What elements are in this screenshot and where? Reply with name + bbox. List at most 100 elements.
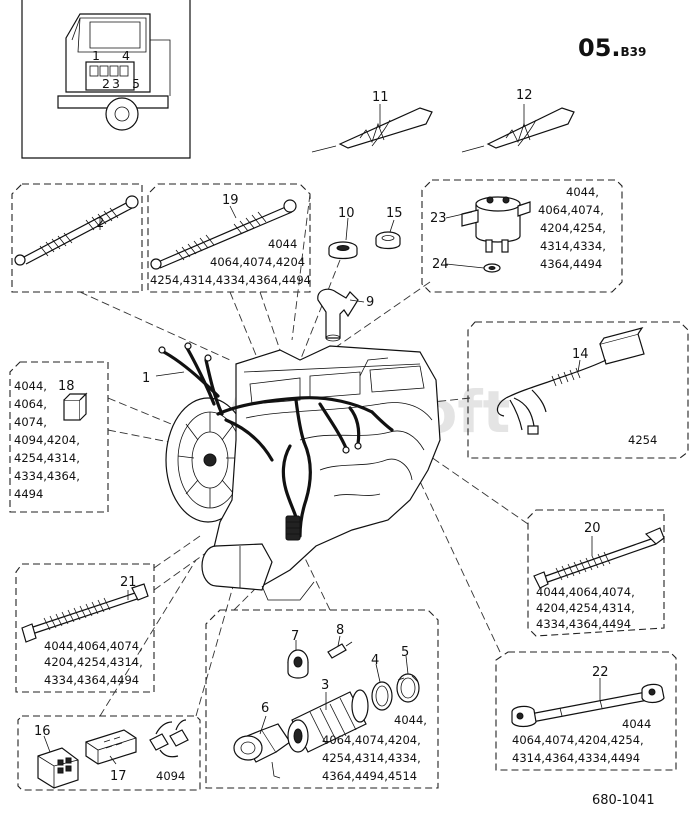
codes-box-18: 4044, 4064, 4074, 4094,4204, 4254,4314, … <box>14 379 80 501</box>
box-part-14 <box>467 321 689 459</box>
vehicle-num-5: 5 <box>132 76 140 91</box>
part-8-pin <box>327 641 353 659</box>
box-part-22 <box>495 651 677 771</box>
callout-8: 8 <box>336 623 344 638</box>
codes-box-23: 4044, 4064,4074, 4204,4254, 4314,4334, 4… <box>538 185 606 271</box>
part-4094-harness <box>149 719 189 758</box>
part-15-grommet <box>375 231 401 250</box>
part-6-socket <box>233 723 291 779</box>
callout-1: 1 <box>142 371 150 386</box>
codes-box-17: 4094 <box>156 769 185 783</box>
callout-22: 22 <box>592 665 609 680</box>
svg-text:4204,4254,4314,: 4204,4254,4314, <box>44 655 143 669</box>
codes-box-3: 4044, 4064,4074,4204, 4254,4314,4334, 43… <box>322 713 427 783</box>
part-22-cable <box>511 683 665 728</box>
part-10-grommet <box>328 241 358 260</box>
part-16-plug <box>37 747 79 789</box>
svg-text:4204,4254,4314,: 4204,4254,4314, <box>536 601 635 615</box>
callout-6: 6 <box>261 701 269 716</box>
svg-text:4064,4074,4204: 4064,4074,4204 <box>210 255 305 269</box>
box-part-18 <box>9 361 109 513</box>
callout-4: 4 <box>371 653 379 668</box>
svg-text:4044,4064,4074,: 4044,4064,4074, <box>44 639 143 653</box>
svg-text:4074,: 4074, <box>14 415 47 429</box>
callout-12: 12 <box>516 88 533 103</box>
callout-17: 17 <box>110 769 127 784</box>
part-3-connector <box>287 689 369 753</box>
svg-text:4334,4364,4494: 4334,4364,4494 <box>536 617 631 631</box>
part-18-relay <box>63 392 88 421</box>
svg-text:4044,4064,4074,: 4044,4064,4074, <box>536 585 635 599</box>
callout-14: 14 <box>572 347 589 362</box>
part-17-connector <box>85 729 137 765</box>
part-2-cable <box>14 195 139 266</box>
svg-text:4254,4314,4334,: 4254,4314,4334, <box>322 751 421 765</box>
svg-text:4314,4364,4334,4494: 4314,4364,4334,4494 <box>512 751 640 765</box>
part-7-cap <box>287 649 309 679</box>
callout-24: 24 <box>432 257 449 272</box>
callout-20: 20 <box>584 521 601 536</box>
drawing-number: 680-1041 <box>592 793 655 808</box>
vehicle-thumbnail: 1 2 3 4 5 <box>21 0 191 159</box>
box-part-3 <box>205 609 439 789</box>
page-number: 05.B39 <box>578 34 646 62</box>
svg-text:4064,4074,: 4064,4074, <box>538 203 604 217</box>
codes-box-19: 4044 4064,4074,4204 4254,4314,4334,4364,… <box>150 237 311 287</box>
box-part-19 <box>147 183 311 293</box>
part-24-washer <box>483 263 501 273</box>
svg-text:4364,4494,4514: 4364,4494,4514 <box>322 769 417 783</box>
part-20-cable <box>533 527 665 589</box>
codes-box-21: 4044,4064,4074, 4204,4254,4314, 4334,436… <box>44 639 143 687</box>
part-19-cable <box>150 199 297 270</box>
part-14-harness <box>496 327 645 435</box>
vehicle-num-2: 2 <box>102 76 110 91</box>
callout-10: 10 <box>338 206 355 221</box>
svg-text:4334,4364,4494: 4334,4364,4494 <box>44 673 139 687</box>
svg-text:4334,4364,: 4334,4364, <box>14 469 80 483</box>
svg-text:4044: 4044 <box>268 237 297 251</box>
callout-5: 5 <box>401 645 409 660</box>
codes-box-20: 4044,4064,4074, 4204,4254,4314, 4334,436… <box>536 585 635 631</box>
box-part-2 <box>11 183 143 293</box>
svg-text:4044,: 4044, <box>394 713 427 727</box>
svg-text:4314,4334,: 4314,4334, <box>540 239 606 253</box>
svg-text:4064,4074,4204,: 4064,4074,4204, <box>322 733 421 747</box>
callout-18: 18 <box>58 379 75 394</box>
part-4-ring <box>371 681 393 711</box>
part-5-nut <box>396 673 420 703</box>
box-part-21 <box>15 563 155 693</box>
part-11-terminal <box>311 107 433 153</box>
part-23-relay <box>461 196 531 253</box>
callout-9: 9 <box>366 295 374 310</box>
vehicle-num-1: 1 <box>92 48 100 63</box>
part-12-terminal <box>461 107 575 153</box>
callout-11: 11 <box>372 90 389 105</box>
svg-text:4044,: 4044, <box>14 379 47 393</box>
callout-19: 19 <box>222 193 239 208</box>
callout-leaders <box>43 104 601 765</box>
callout-16: 16 <box>34 724 51 739</box>
svg-text:4064,4074,4204,4254,: 4064,4074,4204,4254, <box>512 733 644 747</box>
box-part-23 <box>421 179 623 293</box>
box-part-16-17 <box>17 715 201 791</box>
svg-text:4364,4494: 4364,4494 <box>540 257 602 271</box>
callout-23: 23 <box>430 211 447 226</box>
svg-text:4204,4254,: 4204,4254, <box>540 221 606 235</box>
svg-text:4254,4314,4334,4364,4494: 4254,4314,4334,4364,4494 <box>150 273 311 287</box>
svg-text:4064,: 4064, <box>14 397 47 411</box>
box-part-20 <box>527 509 665 637</box>
vehicle-num-4: 4 <box>122 48 130 63</box>
svg-text:4044,: 4044, <box>566 185 599 199</box>
svg-text:4494: 4494 <box>14 487 43 501</box>
callout-15: 15 <box>386 206 403 221</box>
part-9-boot <box>317 288 359 342</box>
part-21-cable <box>21 583 149 643</box>
callout-2: 2 <box>96 216 104 231</box>
vehicle-num-3: 3 <box>112 76 120 91</box>
codes-box-14: 4254 <box>628 433 657 447</box>
callout-21: 21 <box>120 575 137 590</box>
codes-box-22: 4044 4064,4074,4204,4254, 4314,4364,4334… <box>512 717 651 765</box>
engine-assembly <box>158 342 441 601</box>
svg-text:4094,4204,: 4094,4204, <box>14 433 80 447</box>
